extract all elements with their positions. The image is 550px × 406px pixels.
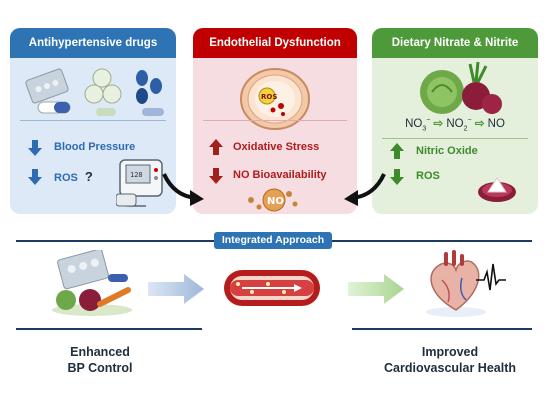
svg-text:128: 128	[130, 171, 143, 179]
endothelial-panel: Endothelial Dysfunction ROS Oxidative St…	[193, 28, 357, 214]
blood-vessel-icon	[224, 270, 320, 306]
down-arrow-icon	[28, 140, 42, 156]
curved-arrow-left-icon	[162, 173, 204, 206]
cabbage-icon	[420, 70, 464, 114]
question-mark: ?	[84, 169, 93, 184]
dietary-nitrate-panel: Dietary Nitrate & Nitrite NO3− ⇨ NO2− ⇨ …	[372, 28, 538, 214]
blister-pack-icon	[25, 68, 69, 104]
nitrite-formula: NO2−	[446, 117, 472, 133]
divider	[20, 120, 166, 121]
ros-text: ROS	[54, 172, 78, 184]
svg-text:ROS: ROS	[261, 93, 277, 101]
ros-cell-icon: ROS	[258, 87, 277, 105]
ecg-line-icon	[476, 263, 506, 291]
endothelial-title: Endothelial Dysfunction	[193, 28, 357, 58]
down-arrow-icon	[209, 168, 223, 184]
arrow-right-icon: ⇨	[433, 118, 444, 130]
divider	[382, 138, 528, 139]
integrated-approach-badge: Integrated Approach	[214, 232, 332, 249]
antihypertensive-title: Antihypertensive drugs	[10, 28, 176, 58]
drugs-and-food-illustration	[52, 250, 132, 316]
round-pills-icon	[84, 68, 122, 116]
no-bioavailability-label: NO Bioavailability	[233, 169, 327, 181]
outcome-line: Improved	[421, 345, 479, 359]
outcome-line: Enhanced	[70, 345, 130, 359]
blood-pressure-monitor-icon: 128	[116, 159, 163, 207]
up-arrow-icon	[390, 143, 404, 159]
nitrate-pathway: NO3− ⇨ NO2− ⇨ NO	[372, 116, 538, 132]
capsule-icon	[37, 101, 71, 114]
outcome-line: Cardiovascular Health	[384, 361, 516, 375]
oval-pills-icon	[136, 70, 164, 116]
nitric-oxide-molecule-icon: NO	[248, 188, 298, 212]
enhanced-bp-control-label: Enhanced BP Control	[40, 344, 160, 376]
divider	[203, 120, 347, 121]
beet-slice-icon	[478, 177, 516, 202]
ros-label: ROS ?	[54, 169, 93, 184]
vegetables-illustration	[420, 61, 502, 114]
curved-arrow-right-icon	[344, 173, 386, 206]
right-arrow-icon	[148, 274, 204, 304]
up-arrow-icon	[209, 139, 223, 155]
svg-text:NO: NO	[267, 196, 284, 207]
dietary-nitrate-title: Dietary Nitrate & Nitrite	[372, 28, 538, 58]
arrow-right-icon: ⇨	[474, 118, 485, 130]
nitric-oxide-label: Nitric Oxide	[416, 145, 478, 157]
oxidative-stress-label: Oxidative Stress	[233, 141, 320, 153]
right-arrow-icon	[348, 274, 404, 304]
antihypertensive-panel: Antihypertensive drugs Blood Pressure	[10, 28, 176, 214]
heart-icon	[426, 250, 506, 317]
outcome-divider-left	[16, 328, 202, 330]
down-arrow-icon	[390, 169, 404, 185]
outcome-divider-right	[352, 328, 532, 330]
pills-illustration	[25, 68, 164, 116]
beetroot-icon	[462, 61, 502, 114]
improved-cardiovascular-health-label: Improved Cardiovascular Health	[370, 344, 530, 376]
blood-pressure-label: Blood Pressure	[54, 141, 136, 153]
nitrate-formula: NO3−	[405, 117, 431, 133]
nitric-oxide-formula: NO	[487, 118, 505, 130]
outcome-line: BP Control	[67, 361, 133, 375]
vessel-cross-section-icon: ROS	[240, 68, 310, 130]
down-arrow-icon	[28, 169, 42, 185]
ros-label: ROS	[416, 170, 440, 182]
